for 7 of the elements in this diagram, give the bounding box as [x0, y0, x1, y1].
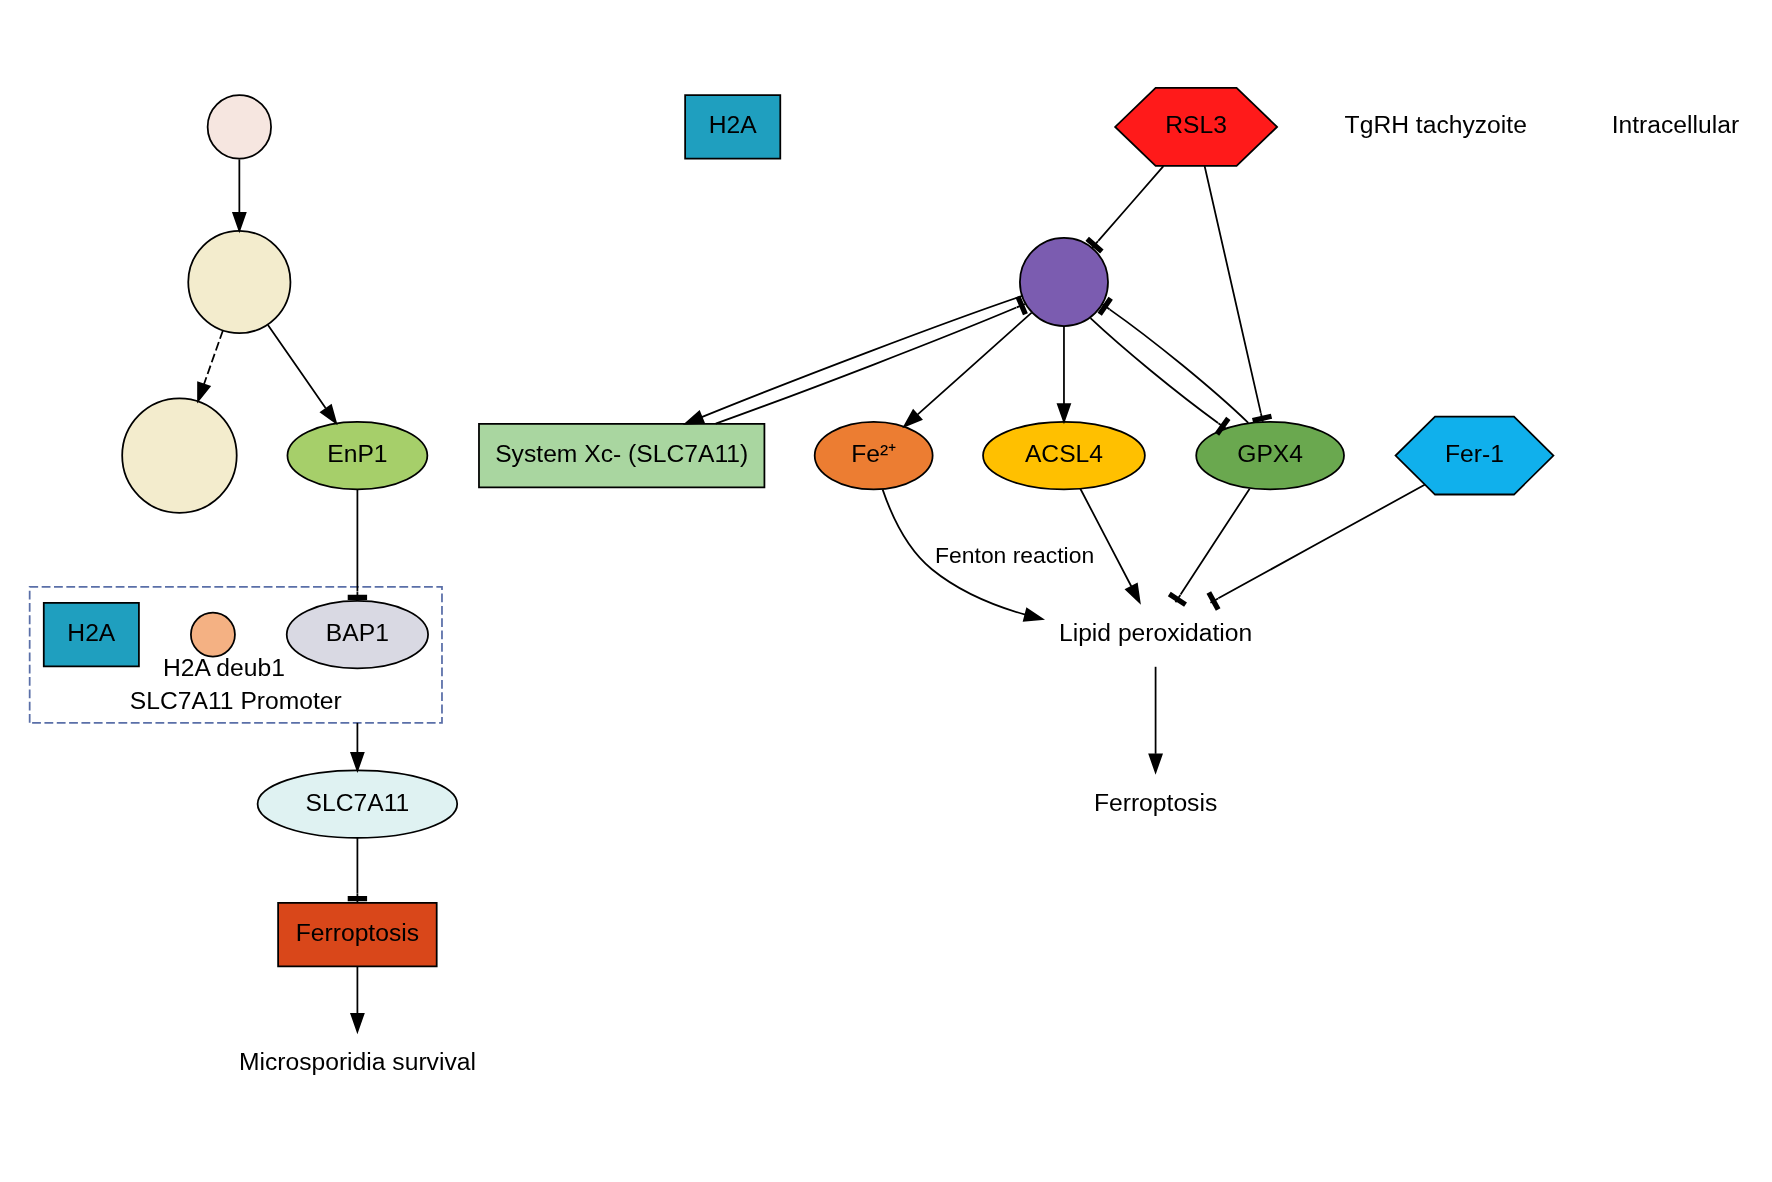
- node-label: H2A deub1: [162, 653, 285, 681]
- edge-label: Fenton reaction: [935, 541, 1095, 568]
- node-text: Microsporidia survival: [238, 1047, 476, 1075]
- label: Intracellular: [1611, 110, 1740, 138]
- label: TgRH tachyzoite: [1344, 110, 1527, 138]
- node-text: Lipid peroxidation: [1058, 618, 1253, 646]
- node-text: Ferroptosis: [1093, 788, 1218, 816]
